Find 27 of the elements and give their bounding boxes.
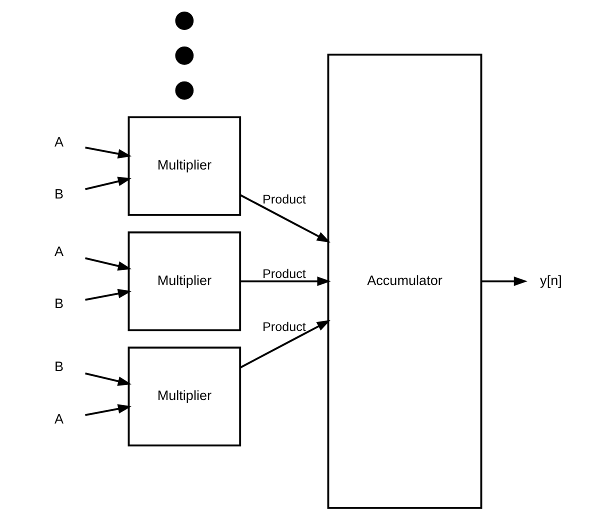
node-box: Multiplier: [128, 116, 242, 216]
edge-label: Product: [262, 320, 306, 334]
arrow: [85, 404, 132, 416]
node-text: B: [54, 359, 64, 374]
edge-label: Product: [262, 192, 306, 206]
node-text: B: [54, 296, 64, 312]
node-box: Multiplier: [128, 231, 242, 332]
edge-label: Product: [262, 266, 306, 281]
arrow: [85, 288, 132, 301]
node-text: y[n]: [540, 272, 562, 288]
arrow: [240, 276, 331, 286]
node-box: Multiplier: [128, 346, 242, 446]
arrow: [85, 146, 132, 158]
arrow: [85, 372, 132, 386]
arrow: [240, 194, 330, 243]
node-text: B: [54, 186, 64, 202]
node-text: A: [54, 411, 64, 426]
node-text: A: [54, 244, 64, 259]
node-text: A: [54, 134, 64, 150]
node-circle: [175, 46, 194, 65]
arrow: [85, 176, 132, 190]
arrow: [240, 320, 330, 368]
arrow: [482, 276, 528, 286]
node-circle: [175, 81, 194, 100]
node-circle: [175, 12, 194, 30]
arrow: [85, 257, 132, 271]
node-box: Accumulator: [327, 54, 482, 509]
